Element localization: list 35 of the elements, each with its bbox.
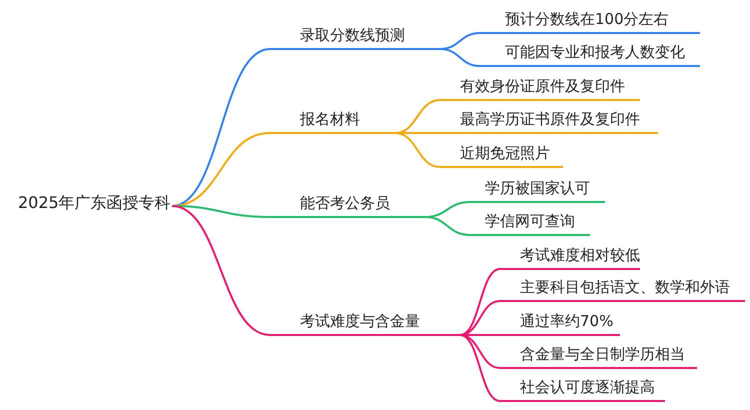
topic-label: 社会认可度逐渐提高	[520, 377, 655, 398]
topic-label: 报名材料	[300, 109, 360, 130]
topic-label: 学历被国家认可	[485, 178, 590, 199]
topic-label: 含金量与全日制学历相当	[520, 344, 685, 365]
branch-connector	[395, 132, 440, 134]
topic-label: 录取分数线预测	[300, 25, 405, 46]
topic-label: 主要科目包括语文、数学和外语	[520, 277, 730, 298]
topic-label: 可能因专业和报考人数变化	[505, 42, 685, 63]
branch-connector	[172, 48, 270, 207]
topic-branch	[500, 310, 620, 336]
branch-connector	[394, 132, 440, 168]
topic-label: 预计分数线在100分左右	[505, 9, 669, 30]
branch-connector	[460, 300, 500, 336]
branch-connector	[460, 334, 500, 402]
topic-label: 学信网可查询	[485, 211, 575, 232]
topic-branch	[500, 276, 745, 302]
topic-label: 有效身份证原件及复印件	[460, 76, 625, 97]
topic-label: 最高学历证书原件及复印件	[460, 109, 640, 130]
branch-connector	[460, 334, 500, 336]
branch-connector	[460, 268, 500, 336]
branch-connector	[424, 216, 470, 236]
branch-connector	[460, 334, 500, 369]
topic-label: 考试难度与含金量	[300, 311, 420, 332]
branch-connector	[172, 205, 270, 336]
topic-label: 2025年广东函授专科	[18, 192, 171, 214]
topic-branch	[440, 108, 658, 134]
topic-label: 近期免冠照片	[460, 143, 550, 164]
topic-branch	[500, 244, 640, 270]
topic-label: 能否考公务员	[300, 193, 390, 214]
branch-connector	[440, 48, 480, 67]
topic-label: 通过率约70%	[520, 311, 614, 332]
topic-branch	[500, 376, 665, 402]
topic-branch	[470, 177, 605, 203]
topic-label: 考试难度相对较低	[520, 245, 640, 266]
topic-branch	[270, 310, 460, 336]
